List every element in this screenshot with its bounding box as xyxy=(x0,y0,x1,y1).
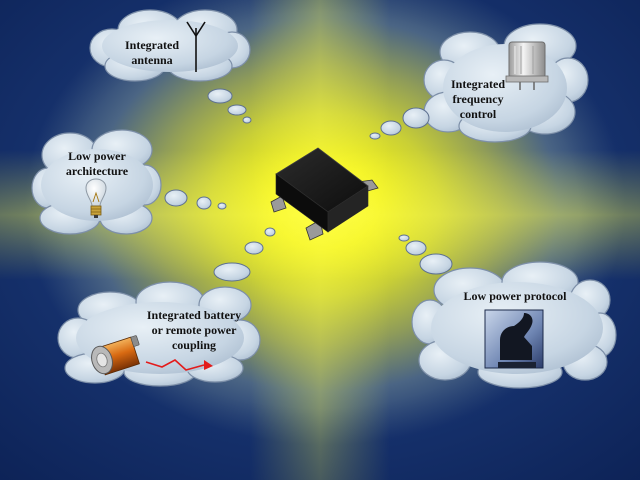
crystal-oscillator-icon xyxy=(505,41,549,90)
thought-bubbles-protocol xyxy=(398,234,453,275)
battery-icon xyxy=(91,335,140,376)
thought-bubbles-frequency xyxy=(369,107,430,140)
thought-bubbles-battery xyxy=(213,227,276,282)
cloud-antenna xyxy=(89,9,251,82)
light-bulb-icon xyxy=(85,178,107,218)
thought-bubbles-architecture xyxy=(164,189,227,210)
power-arrow-icon xyxy=(145,359,213,371)
label-integrated-antenna: Integrated antenna xyxy=(125,38,179,67)
label-low-power-architecture: Low power architecture xyxy=(65,149,129,178)
label-integrated-battery: Integrated battery or remote power coupl… xyxy=(146,308,242,352)
sot23-chip-icon xyxy=(270,147,379,241)
label-low-power-protocol: Low power protocol xyxy=(463,289,567,303)
thinker-statue-icon xyxy=(484,309,544,369)
antenna-icon xyxy=(186,21,206,72)
thought-bubbles-antenna xyxy=(207,88,252,124)
label-integrated-frequency-control: Integrated frequency control xyxy=(451,77,505,121)
cloud-architecture xyxy=(31,129,162,235)
